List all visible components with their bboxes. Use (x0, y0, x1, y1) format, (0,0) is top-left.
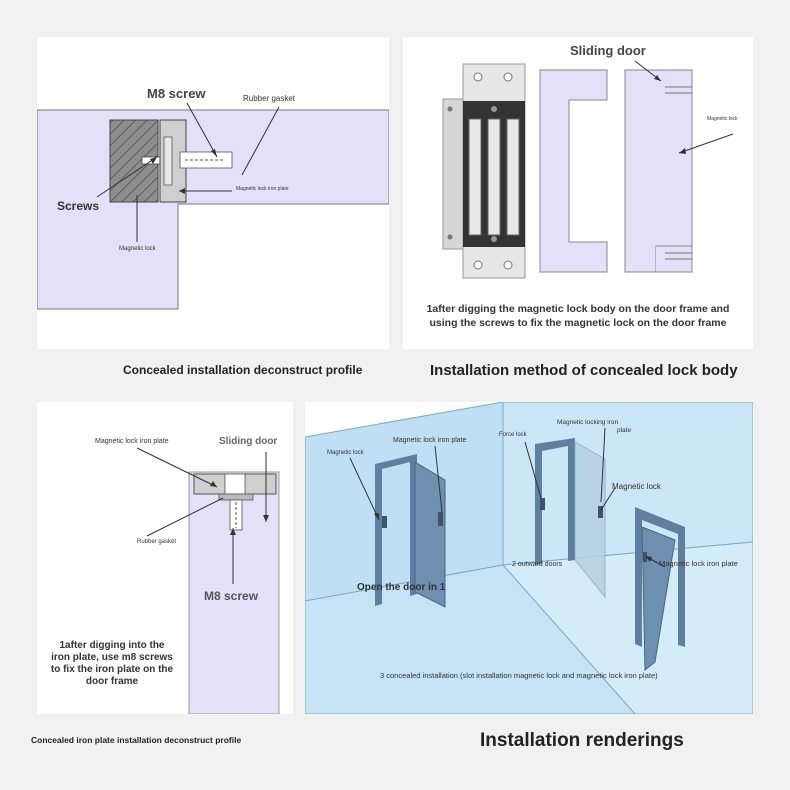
open-door-label: Open the door in 1 (357, 582, 446, 593)
rubber-gasket-label-3: Rubber gasket (137, 539, 177, 545)
concealed-lock-body-panel: Sliding door Magnetic lock 1after diggin… (403, 37, 753, 349)
iron-plate-note-line1: 1after digging into the (59, 640, 165, 651)
renderings-scene (305, 402, 753, 714)
iron-plate-profile-panel: Magnetic lock iron plate Sliding door Ru… (37, 402, 293, 714)
concealed-installation-label: 3 concealed installation (slot installat… (380, 671, 658, 680)
caption-concealed-installation: Concealed installation deconstruct profi… (123, 363, 363, 377)
magnetic-lock-label: Magnetic lock (119, 246, 156, 252)
caption-concealed-lock-body: Installation method of concealed lock bo… (430, 362, 738, 379)
force-lock-label: Force lock (499, 432, 527, 438)
magnetic-locking-iron-plate-label-2: plate (617, 427, 632, 434)
iron-plate-door3-label: Magnetic lock iron plate (659, 559, 738, 568)
m8-screw-label-3: M8 screw (204, 589, 259, 603)
lock-body-note-line2: using the screws to fix the magnetic loc… (429, 317, 727, 329)
lock-body-diagram (442, 60, 734, 279)
rubber-gasket-shape (218, 493, 254, 501)
iron-plate-note-line4: door frame (85, 676, 139, 687)
sliding-door-label-3: Sliding door (219, 436, 278, 447)
installation-renderings-panel: Magnetic lock Magnetic lock iron plate F… (305, 402, 753, 714)
outward-doors-label: 2 outward doors (512, 561, 563, 568)
door-frame-profile (539, 69, 608, 273)
magnetic-lock-right-label: Magnetic lock (612, 482, 661, 491)
iron-plate-door1-label: Magnetic lock iron plate (393, 437, 467, 444)
iron-plate-note-line2: iron plate, use m8 screws (51, 652, 173, 663)
sliding-door-frame (624, 69, 693, 273)
sliding-door-label: Sliding door (570, 43, 646, 58)
rubber-gasket-label: Rubber gasket (243, 94, 296, 103)
m8-screw-label: M8 screw (147, 86, 206, 101)
lock-body-note-line1: 1after digging the magnetic lock body on… (426, 303, 730, 315)
caption-installation-renderings: Installation renderings (480, 730, 684, 751)
iron-plate-label: Magnetic lock iron plate (236, 186, 289, 192)
screws-label: Screws (57, 199, 100, 213)
magnetic-lock-label-2: Magnetic lock (707, 116, 738, 122)
profile-diagram-1 (37, 102, 389, 310)
iron-plate-label-3: Magnetic lock iron plate (95, 438, 169, 445)
concealed-installation-profile-panel: M8 screw Rubber gasket Magnetic lock iro… (37, 37, 389, 349)
iron-plate-note-line3: to fix the iron plate on the (50, 664, 174, 675)
magnetic-locking-iron-plate-label-1: Magnetic locking iron (557, 419, 619, 426)
caption-iron-plate-profile: Concealed iron plate installation decons… (31, 735, 242, 745)
magnetic-lock-left-label: Magnetic lock (327, 450, 364, 456)
iron-plate-diagram (136, 447, 280, 714)
